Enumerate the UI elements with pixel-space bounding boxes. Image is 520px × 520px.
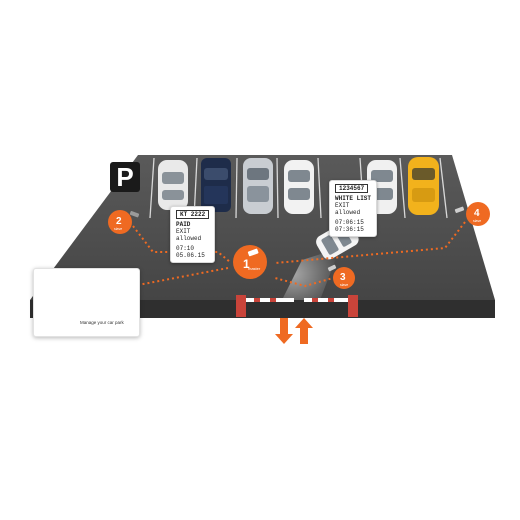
manage-caption: Manage your car park [80, 320, 124, 325]
whitelist-status: WHITE LIST [335, 195, 372, 202]
parked-car-2 [201, 158, 231, 212]
camera-badge-1: 1 master [233, 245, 267, 279]
barrier-right [304, 295, 358, 317]
vehicle-info-card-whitelist: 1234567 WHITE LIST EXIT allowed 07:06:15… [329, 180, 378, 237]
time: 07:10 [176, 245, 195, 252]
parked-car-3 [243, 158, 273, 214]
barrier-left [236, 295, 294, 317]
license-plate: 1234567 [335, 184, 369, 193]
license-plate: KT 2222 [176, 210, 210, 219]
cctv-camera-icon [454, 206, 465, 213]
parked-car-1 [158, 160, 188, 210]
exit-status-line2: allowed [335, 209, 361, 216]
exit-status-line2: allowed [176, 235, 202, 242]
exit-status-line1: EXIT [335, 202, 350, 209]
camera-1-role: master [248, 266, 261, 271]
vehicle-info-card-paid: KT 2222 PAID EXIT allowed 07:10 05.06.15 [170, 206, 216, 263]
date: 05.06.15 [176, 252, 205, 259]
camera-3-number: 3 [340, 272, 346, 283]
time: 07:06:15 [335, 219, 364, 226]
date: 07:36:15 [335, 226, 364, 233]
camera-2-number: 2 [116, 216, 122, 227]
camera-2-role: slave [114, 227, 122, 231]
entry-exit-arrows-icon [275, 318, 313, 344]
exit-status-line1: EXIT [176, 228, 191, 235]
cctv-camera-icon [327, 264, 337, 272]
camera-1-number: 1 [243, 257, 250, 271]
camera-3-role: slave [340, 283, 348, 287]
parking-sign-icon: P [110, 162, 140, 192]
cctv-camera-icon [247, 248, 259, 257]
parking-sign-letter: P [116, 162, 134, 192]
payment-status: PAID [176, 221, 191, 228]
camera-badge-3: 3 slave [327, 264, 355, 289]
camera-4-number: 4 [474, 208, 480, 219]
manage-car-park-panel: Manage your car park [33, 268, 140, 337]
parked-car-6 [408, 157, 439, 215]
camera-badge-2: 2 slave [108, 210, 140, 234]
parked-car-4 [284, 160, 314, 214]
cctv-camera-icon [129, 211, 140, 218]
camera-badge-4: 4 slave [454, 202, 490, 226]
camera-4-role: slave [473, 219, 481, 223]
